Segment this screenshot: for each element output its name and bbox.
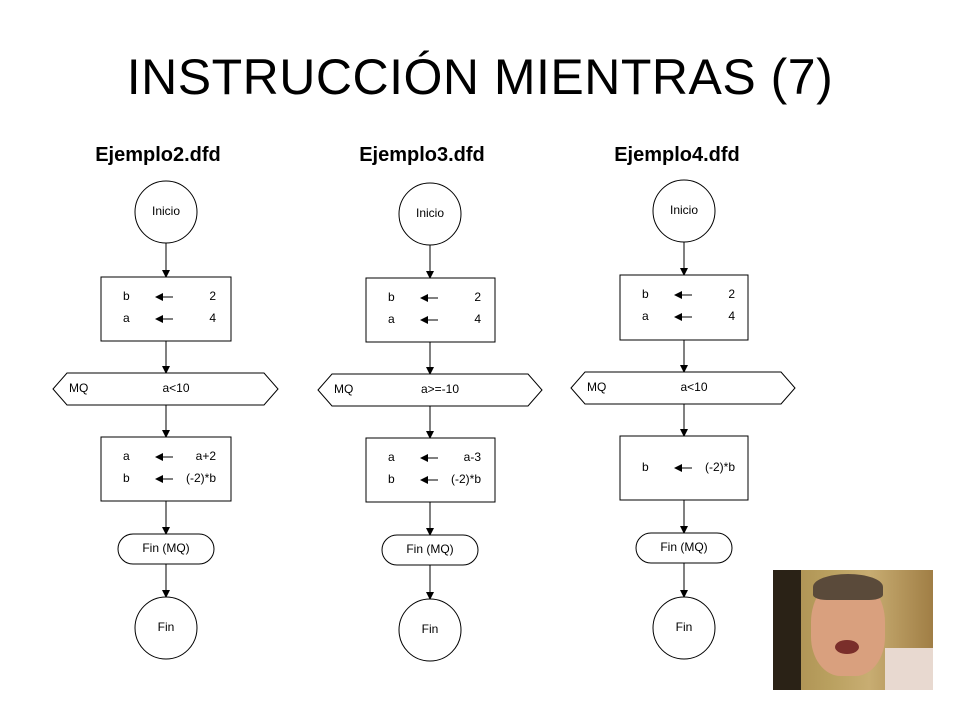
- init-var: a: [642, 309, 649, 323]
- start-label: Inicio: [670, 203, 698, 217]
- end-node: [652, 596, 716, 660]
- page-title: INSTRUCCIÓN MIENTRAS (7): [126, 49, 834, 105]
- init-assignment-box: [100, 276, 232, 342]
- init-value: 4: [474, 312, 481, 326]
- start-label: Inicio: [152, 204, 180, 218]
- loop-end-label: Fin (MQ): [406, 542, 453, 556]
- thumbnail-hair: [813, 574, 883, 600]
- end-label: Fin: [676, 620, 693, 634]
- loop-condition-shape: [52, 372, 279, 406]
- loop-body-box: [365, 437, 496, 503]
- end-label: Fin: [158, 620, 175, 634]
- loop-keyword: MQ: [69, 381, 88, 395]
- init-var: a: [123, 311, 130, 325]
- init-var: b: [123, 289, 130, 303]
- body-value: (-2)*b: [451, 472, 481, 486]
- init-assignment-box: [619, 274, 749, 341]
- body-var: b: [388, 472, 395, 486]
- init-value: 2: [474, 290, 481, 304]
- init-value: 2: [728, 287, 735, 301]
- flowchart-title-ejemplo4: Ejemplo4.dfd: [614, 144, 740, 166]
- video-thumbnail[interactable]: [773, 570, 933, 690]
- thumbnail-mouth: [835, 640, 859, 654]
- init-value: 2: [209, 289, 216, 303]
- loop-condition: a<10: [162, 381, 189, 395]
- init-var: b: [388, 290, 395, 304]
- body-value: a-3: [464, 450, 482, 464]
- body-value: (-2)*b: [705, 460, 735, 474]
- loop-keyword: MQ: [334, 382, 353, 396]
- loop-body-box: [100, 436, 232, 502]
- init-assignment-box: [365, 277, 496, 343]
- loop-condition: a>=-10: [421, 382, 459, 396]
- flowchart-title-ejemplo2: Ejemplo2.dfd: [95, 144, 221, 166]
- end-node: [398, 598, 462, 662]
- end-node: [134, 596, 198, 660]
- thumbnail-shirt: [885, 648, 933, 690]
- body-var: b: [642, 460, 649, 474]
- body-var: a: [123, 449, 130, 463]
- body-var: b: [123, 471, 130, 485]
- body-value: (-2)*b: [186, 471, 216, 485]
- loop-condition-shape: [570, 371, 796, 405]
- loop-condition: a<10: [680, 380, 707, 394]
- flowchart-title-ejemplo3: Ejemplo3.dfd: [359, 144, 485, 166]
- init-var: b: [642, 287, 649, 301]
- init-value: 4: [728, 309, 735, 323]
- loop-end-label: Fin (MQ): [660, 540, 707, 554]
- body-var: a: [388, 450, 395, 464]
- thumbnail-background: [773, 570, 801, 690]
- end-label: Fin: [422, 622, 439, 636]
- body-value: a+2: [196, 449, 217, 463]
- loop-keyword: MQ: [587, 380, 606, 394]
- loop-end-label: Fin (MQ): [142, 541, 189, 555]
- loop-condition-shape: [317, 373, 543, 407]
- init-var: a: [388, 312, 395, 326]
- init-value: 4: [209, 311, 216, 325]
- start-label: Inicio: [416, 206, 444, 220]
